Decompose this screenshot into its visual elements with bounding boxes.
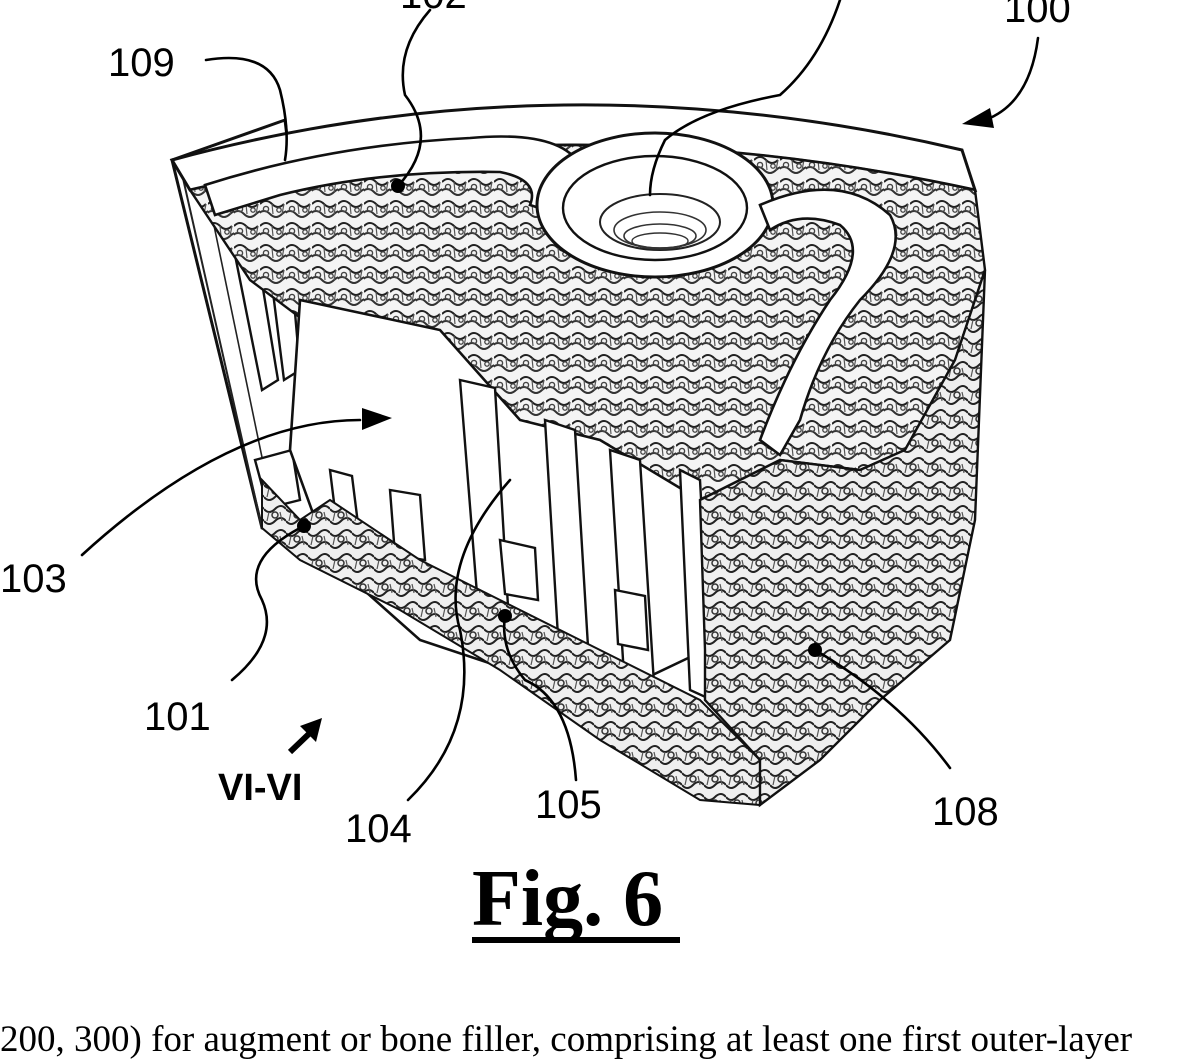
section-view-label: VI-VI: [218, 767, 302, 809]
caption-text: 200, 300) for augment or bone filler, co…: [0, 1018, 1187, 1062]
ref-101: 101: [144, 695, 211, 739]
figure-title-text: Fig. 6: [472, 855, 663, 943]
ref-109: 109: [108, 41, 175, 85]
ref-100: 100: [1004, 0, 1071, 31]
ref-108: 108: [932, 790, 999, 834]
figure-title: Fig. 6: [472, 855, 680, 943]
screw-hole: [537, 133, 773, 277]
ref-104: 104: [345, 807, 412, 851]
implant-body: [172, 105, 985, 805]
ref-102: 102: [400, 0, 467, 17]
ref-103: 103: [0, 557, 67, 601]
ref-105: 105: [535, 783, 602, 827]
